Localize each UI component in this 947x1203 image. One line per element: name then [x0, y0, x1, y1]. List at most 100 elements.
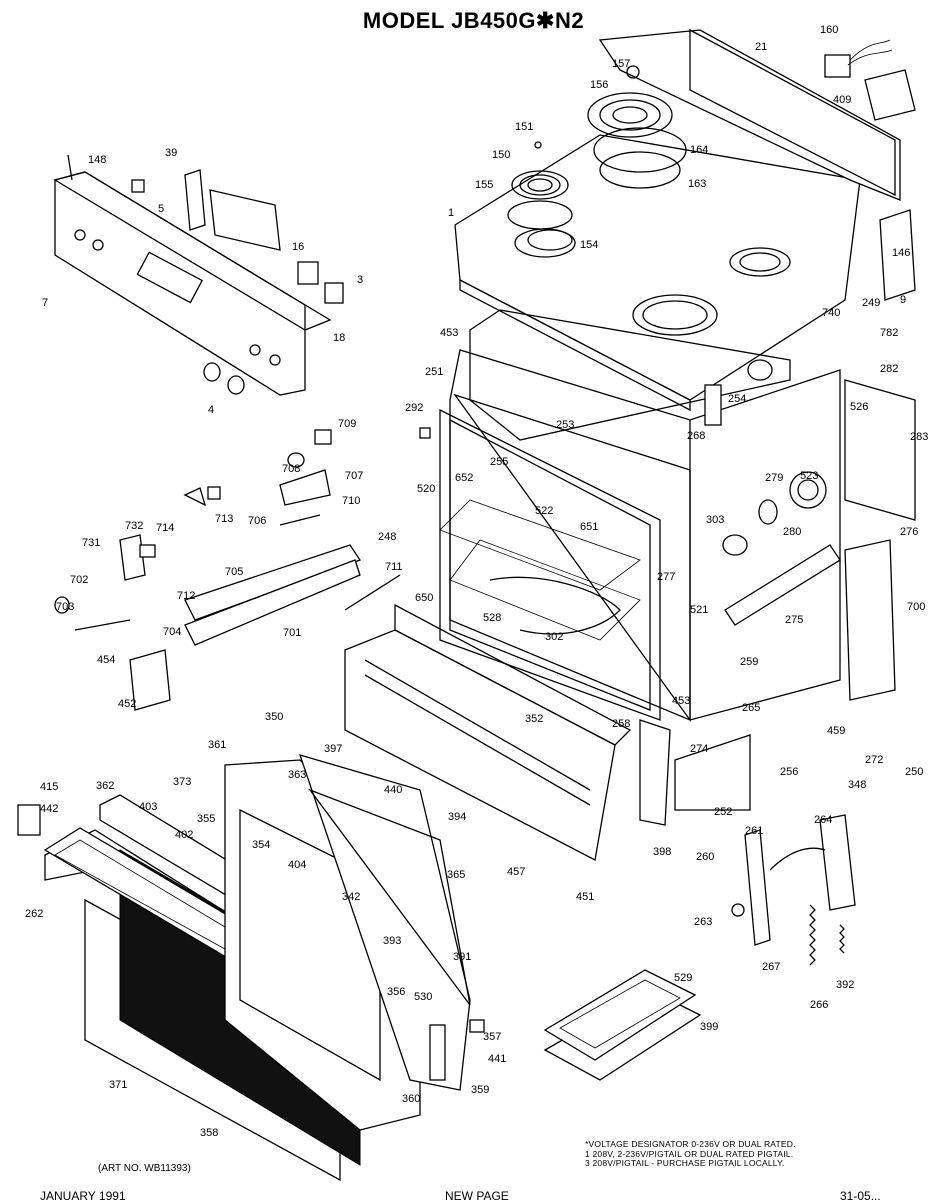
part-label-360: 360 — [402, 1093, 420, 1105]
part-label-528: 528 — [483, 612, 501, 624]
part-label-249: 249 — [862, 297, 880, 309]
part-label-520: 520 — [417, 483, 435, 495]
part-label-265: 265 — [742, 702, 760, 714]
part-label-365: 365 — [447, 869, 465, 881]
oven-body — [439, 309, 916, 826]
part-label-255: 255 — [490, 456, 508, 468]
part-label-714: 714 — [156, 522, 174, 534]
part-label-5: 5 — [158, 203, 164, 215]
part-label-4: 4 — [208, 404, 214, 416]
part-label-707: 707 — [345, 470, 363, 482]
part-label-3: 3 — [357, 274, 363, 286]
part-label-146: 146 — [892, 247, 910, 259]
part-label-355: 355 — [197, 813, 215, 825]
part-label-650: 650 — [415, 592, 433, 604]
part-label-9: 9 — [900, 294, 906, 306]
footer-center: NEW PAGE — [445, 1189, 509, 1203]
part-label-148: 148 — [88, 154, 106, 166]
broiler-drawer — [344, 603, 632, 861]
part-label-352: 352 — [525, 713, 543, 725]
part-label-415: 415 — [40, 781, 58, 793]
part-label-282: 282 — [880, 363, 898, 375]
part-label-1: 1 — [448, 207, 454, 219]
footer-right: 31-05... — [840, 1189, 881, 1203]
part-label-264: 264 — [814, 814, 832, 826]
hinge-parts — [731, 814, 856, 966]
part-label-441: 441 — [488, 1053, 506, 1065]
part-label-303: 303 — [706, 514, 724, 526]
voltage-note-line: *VOLTAGE DESIGNATOR 0-236V OR DUAL RATED… — [585, 1139, 796, 1149]
part-label-403: 403 — [139, 801, 157, 813]
part-label-706: 706 — [248, 515, 266, 527]
part-label-275: 275 — [785, 614, 803, 626]
part-label-357: 357 — [483, 1031, 501, 1043]
part-label-700: 700 — [907, 601, 925, 613]
part-label-261: 261 — [745, 825, 763, 837]
part-label-705: 705 — [225, 566, 243, 578]
part-label-268: 268 — [687, 430, 705, 442]
part-label-452: 452 — [118, 698, 136, 710]
part-label-274: 274 — [690, 743, 708, 755]
part-label-258: 258 — [612, 718, 630, 730]
part-label-362: 362 — [96, 780, 114, 792]
part-label-361: 361 — [208, 739, 226, 751]
part-label-354: 354 — [252, 839, 270, 851]
part-label-248: 248 — [378, 531, 396, 543]
part-label-392: 392 — [836, 979, 854, 991]
footer-date: JANUARY 1991 — [40, 1189, 126, 1203]
part-labels: 1602115740915615116415016315515411469148… — [25, 24, 928, 1139]
part-label-272: 272 — [865, 754, 883, 766]
part-label-280: 280 — [783, 526, 801, 538]
part-label-266: 266 — [810, 999, 828, 1011]
part-label-529: 529 — [674, 972, 692, 984]
part-label-523: 523 — [800, 470, 818, 482]
cooktop-assembly — [454, 28, 916, 412]
part-label-16: 16 — [292, 241, 304, 253]
part-label-651: 651 — [580, 521, 598, 533]
part-label-731: 731 — [82, 537, 100, 549]
part-label-292: 292 — [405, 402, 423, 414]
part-label-397: 397 — [324, 743, 342, 755]
part-label-279: 279 — [765, 472, 783, 484]
part-label-732: 732 — [125, 520, 143, 532]
part-label-701: 701 — [283, 627, 301, 639]
part-label-18: 18 — [333, 332, 345, 344]
part-label-451: 451 — [576, 891, 594, 903]
part-label-398: 398 — [653, 846, 671, 858]
part-label-711: 711 — [385, 561, 403, 573]
part-label-530: 530 — [414, 991, 432, 1003]
part-label-150: 150 — [492, 149, 510, 161]
part-label-708: 708 — [282, 463, 300, 475]
part-label-163: 163 — [688, 178, 706, 190]
part-label-453: 453 — [440, 327, 458, 339]
part-label-394: 394 — [448, 811, 466, 823]
part-label-459: 459 — [827, 725, 845, 737]
part-label-454: 454 — [97, 654, 115, 666]
part-label-522: 522 — [535, 505, 553, 517]
part-label-164: 164 — [690, 144, 708, 156]
part-label-712: 712 — [177, 590, 195, 602]
part-label-256: 256 — [780, 766, 798, 778]
part-label-259: 259 — [740, 656, 758, 668]
voltage-note-line: 1 208V, 2-236V/PIGTAIL OR DUAL RATED PIG… — [585, 1148, 794, 1159]
part-label-399: 399 — [700, 1021, 718, 1033]
part-label-457: 457 — [507, 866, 525, 878]
part-label-254: 254 — [728, 393, 746, 405]
part-label-409: 409 — [833, 94, 851, 106]
part-label-363: 363 — [288, 769, 306, 781]
part-label-7: 7 — [42, 297, 48, 309]
part-label-652: 652 — [455, 472, 473, 484]
part-label-160: 160 — [820, 24, 838, 36]
part-label-262: 262 — [25, 908, 43, 920]
part-label-283: 283 — [910, 431, 928, 443]
part-label-740: 740 — [822, 307, 840, 319]
part-label-703: 703 — [56, 601, 74, 613]
part-label-348: 348 — [848, 779, 866, 791]
part-label-373: 373 — [173, 776, 191, 788]
voltage-note-line: 3 208V/PIGTAIL - PURCHASE PIGTAIL LOCALL… — [585, 1158, 785, 1168]
part-label-359: 359 — [471, 1084, 489, 1096]
part-label-782: 782 — [880, 327, 898, 339]
part-label-521: 521 — [690, 604, 708, 616]
part-label-702: 702 — [70, 574, 88, 586]
